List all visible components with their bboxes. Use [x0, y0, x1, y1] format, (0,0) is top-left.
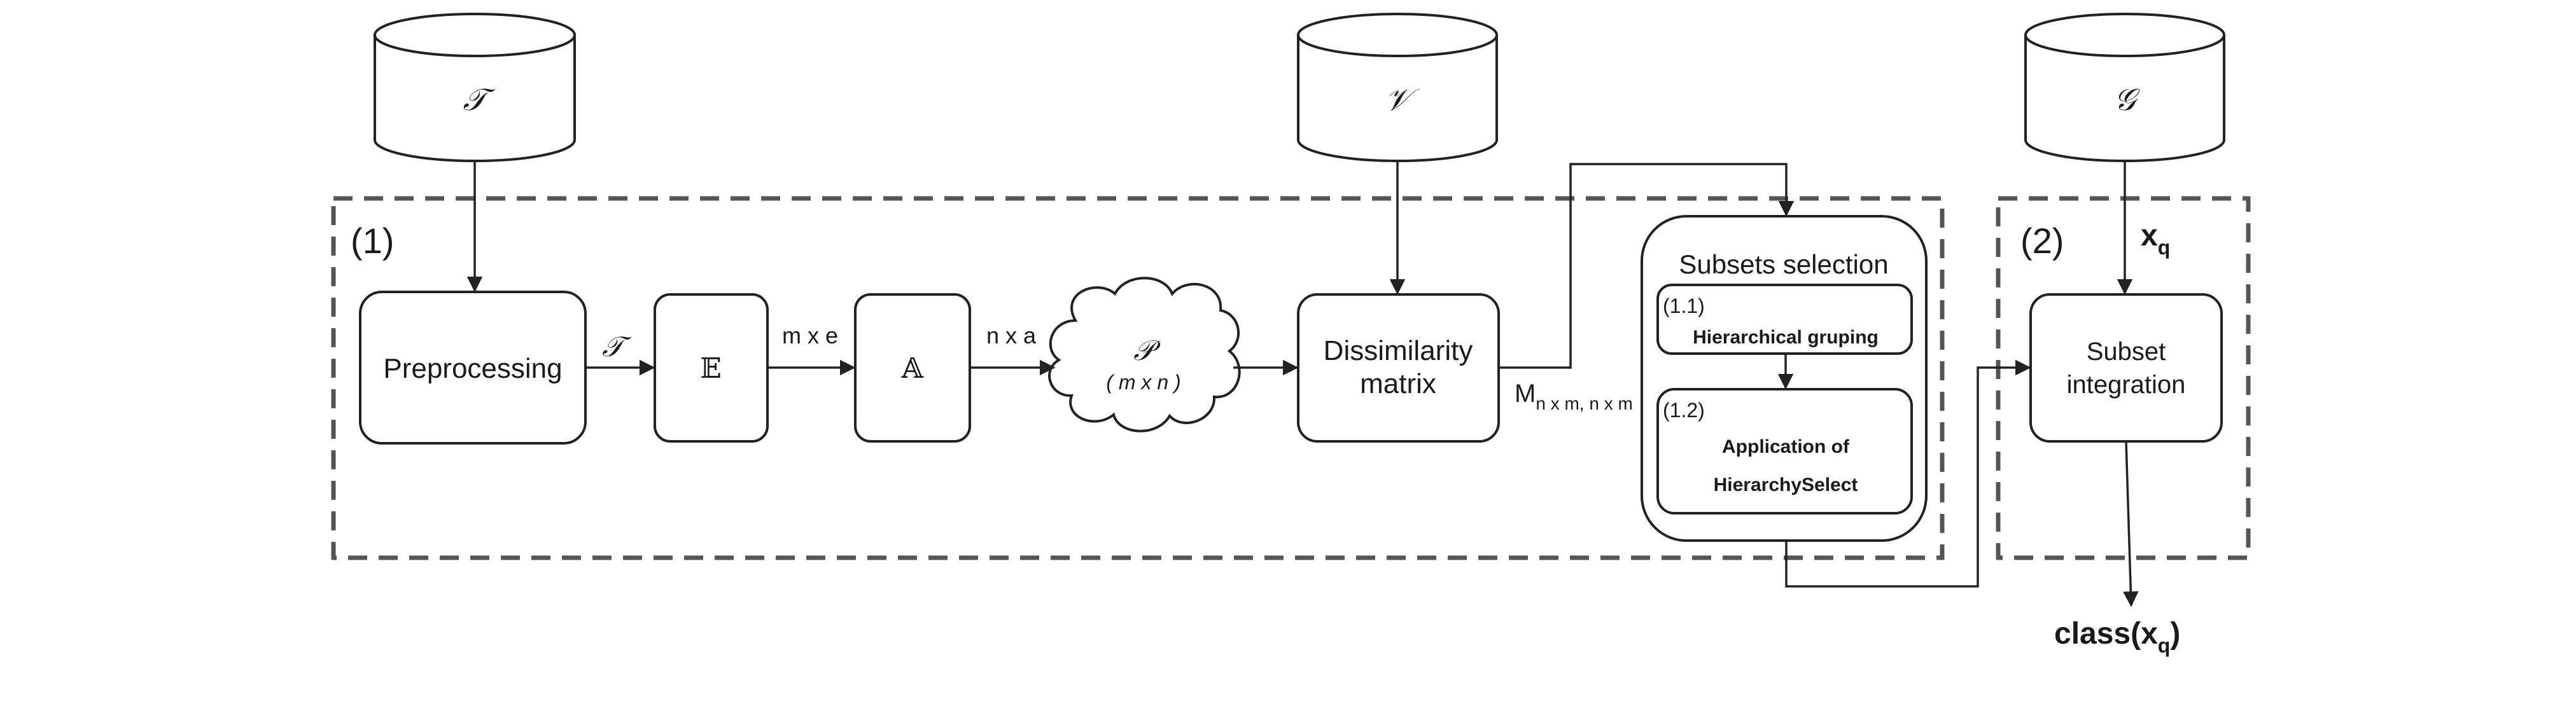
validation-database: 𝒱: [1297, 13, 1498, 162]
step-1-2-label-line2: HierarchySelect: [1714, 474, 1858, 495]
pool-dims: ( m x n ): [1106, 371, 1180, 394]
dissimilarity-label-line1: Dissimilarity: [1324, 335, 1473, 366]
preprocessing-label: Preprocessing: [383, 353, 562, 384]
edge-subsets-to-integration: [1785, 359, 2031, 588]
aggregation-symbol: 𝔸: [901, 352, 924, 385]
output-class-label: class(xq): [2054, 617, 2180, 657]
pool-cloud: 𝒫 ( m x n ): [1048, 277, 1241, 432]
subsets-selection-title: Subsets selection: [1679, 249, 1888, 279]
step-1-2-number: (1.2): [1663, 399, 1705, 422]
region-1-label: (1): [351, 221, 394, 261]
edge-label-n-x-a: n x a: [986, 322, 1037, 349]
test-database: 𝒢: [2024, 13, 2225, 162]
integration-label-line2: integration: [2067, 371, 2186, 399]
output-prefix: class(x: [2054, 617, 2158, 651]
test-database-symbol: 𝒢: [2114, 82, 2140, 118]
step-1-2-label-line1: Application of: [1722, 436, 1850, 457]
embedding-symbol: 𝔼: [700, 352, 722, 385]
edge-label-m-x-e: m x e: [782, 322, 838, 349]
training-database: 𝒯: [374, 13, 576, 162]
output-suffix: ): [2170, 617, 2180, 651]
region-2-label: (2): [2020, 221, 2064, 261]
edge-label-t-symbol: 𝒯: [602, 331, 632, 363]
edge-dissimilarity-to-subsets: [1499, 163, 1795, 369]
matrix-subscript: n x m, n x m: [1536, 394, 1632, 413]
subset-integration-node: [2029, 293, 2223, 443]
region-1-border: [331, 196, 1945, 560]
query-x: x: [2141, 219, 2158, 252]
integration-label-line1: Subset: [2087, 338, 2166, 366]
edge-integration-to-output: [2123, 441, 2139, 607]
region-2-border: [1996, 196, 2251, 560]
dissimilarity-label-line2: matrix: [1360, 368, 1436, 399]
query-subscript: q: [2158, 236, 2171, 259]
step-1-1-number: (1.1): [1663, 294, 1705, 317]
query-label: xq: [2141, 219, 2170, 259]
step-1-1-label: Hierarchical gruping: [1693, 327, 1879, 348]
output-subscript: q: [2158, 634, 2171, 657]
edge-label-matrix-M: Mn x m, n x m: [1515, 380, 1633, 413]
matrix-M: M: [1515, 380, 1536, 408]
